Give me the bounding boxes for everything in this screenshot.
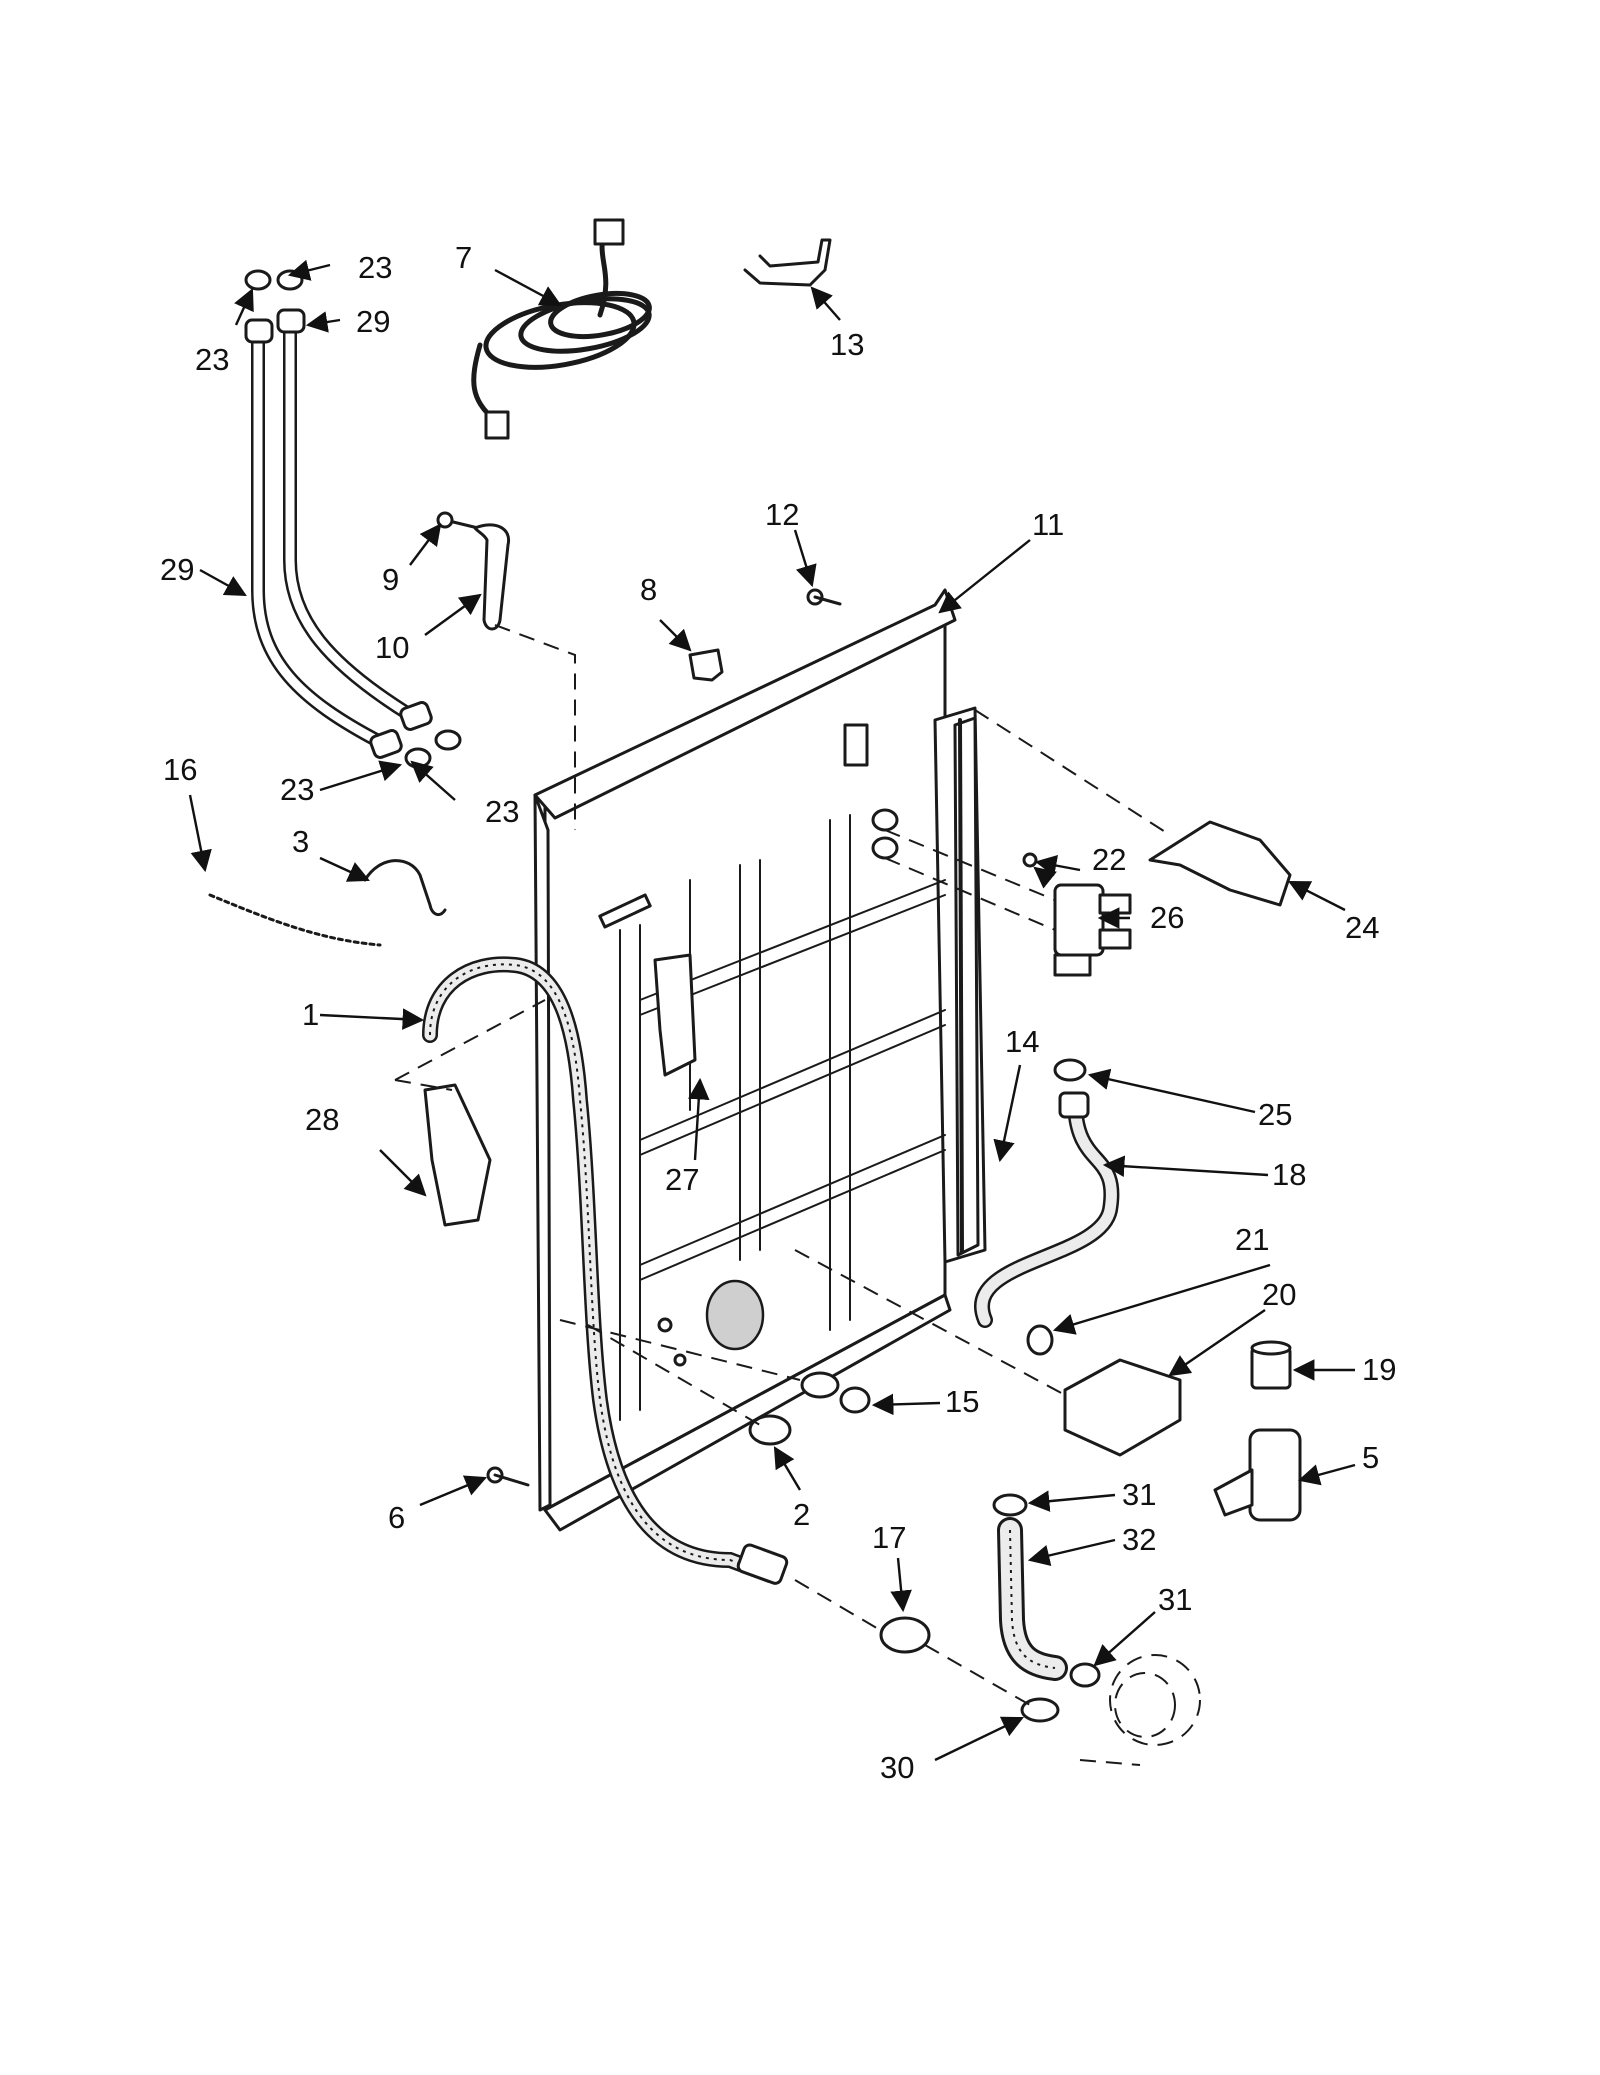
callout-20: 20	[1262, 1277, 1296, 1312]
callout-28: 28	[305, 1102, 339, 1137]
callout-8: 8	[640, 572, 657, 607]
hose-clamp-17-part	[879, 1616, 931, 1654]
callout-31-top: 31	[1122, 1477, 1156, 1512]
callout-7: 7	[455, 240, 472, 275]
callout-30: 30	[880, 1750, 914, 1785]
callout-3: 3	[292, 824, 309, 859]
callout-27: 27	[665, 1162, 699, 1197]
callout-23-mid-right: 23	[485, 794, 519, 829]
callout-23-top-left: 23	[195, 342, 229, 377]
callout-23-top-right: 23	[358, 250, 392, 285]
callout-26: 26	[1150, 900, 1184, 935]
callout-13: 13	[830, 327, 864, 362]
callout-19: 19	[1362, 1352, 1396, 1387]
clamp-31-top-part	[992, 1493, 1028, 1517]
knob-part	[800, 1371, 871, 1414]
power-cord-part	[471, 218, 652, 440]
callout-29-top: 29	[356, 304, 390, 339]
ring-21-part	[1026, 1324, 1054, 1356]
guide-lines	[394, 624, 1171, 1706]
callout-24: 24	[1345, 910, 1379, 945]
washers-part	[244, 269, 462, 769]
callout-9: 9	[382, 562, 399, 597]
strap-screw-part	[436, 511, 511, 631]
inlet-hoses-part	[244, 308, 433, 759]
clamp-30-part	[1020, 1697, 1060, 1723]
vent-part	[1063, 1358, 1182, 1457]
side-channel-part	[958, 718, 964, 1254]
drain-hose-32-part	[997, 1517, 1068, 1681]
leader-lines	[188, 259, 1356, 1762]
callout-11: 11	[1032, 507, 1064, 542]
drain-hose-part	[422, 956, 789, 1585]
callout-labels: 23 23 29 7 13 29 9 10 12 11 8 16 23 23 3…	[160, 240, 1396, 1785]
capacitor-part	[1250, 1340, 1292, 1390]
callout-12: 12	[765, 497, 799, 532]
hose-clip-part	[748, 1414, 792, 1446]
clip-part	[688, 648, 724, 682]
hose-clamp-part	[363, 859, 447, 917]
callout-2: 2	[793, 1497, 810, 1532]
fill-hose-part	[974, 1091, 1120, 1328]
screw-part	[806, 588, 842, 606]
hose-clamp-25-part	[1053, 1058, 1087, 1082]
callout-21: 21	[1235, 1222, 1269, 1257]
callout-16: 16	[163, 752, 197, 787]
pump-part	[1213, 1428, 1302, 1522]
callout-14: 14	[1005, 1024, 1039, 1059]
valve-bracket-part	[1148, 820, 1292, 907]
callout-31-bottom: 31	[1158, 1582, 1192, 1617]
screw-6-part	[486, 1466, 530, 1487]
pump-outline-part	[1079, 1654, 1201, 1766]
shield-part	[423, 1083, 492, 1227]
callout-25: 25	[1258, 1097, 1292, 1132]
water-valve-part	[1022, 852, 1132, 977]
callout-15: 15	[945, 1384, 979, 1419]
callout-22: 22	[1092, 842, 1126, 877]
tie-strap-part	[208, 893, 382, 947]
harness-part	[653, 953, 697, 1077]
callout-6: 6	[388, 1500, 405, 1535]
callout-29-left: 29	[160, 552, 194, 587]
callout-10: 10	[375, 630, 409, 665]
bracket-part	[743, 238, 832, 287]
callout-17: 17	[872, 1520, 906, 1555]
callout-23-mid-left: 23	[280, 772, 314, 807]
callout-32: 32	[1122, 1522, 1156, 1557]
callout-18: 18	[1272, 1157, 1306, 1192]
callout-5: 5	[1362, 1440, 1379, 1475]
callout-1: 1	[302, 997, 319, 1032]
clamp-31-bottom-part	[1069, 1662, 1101, 1688]
